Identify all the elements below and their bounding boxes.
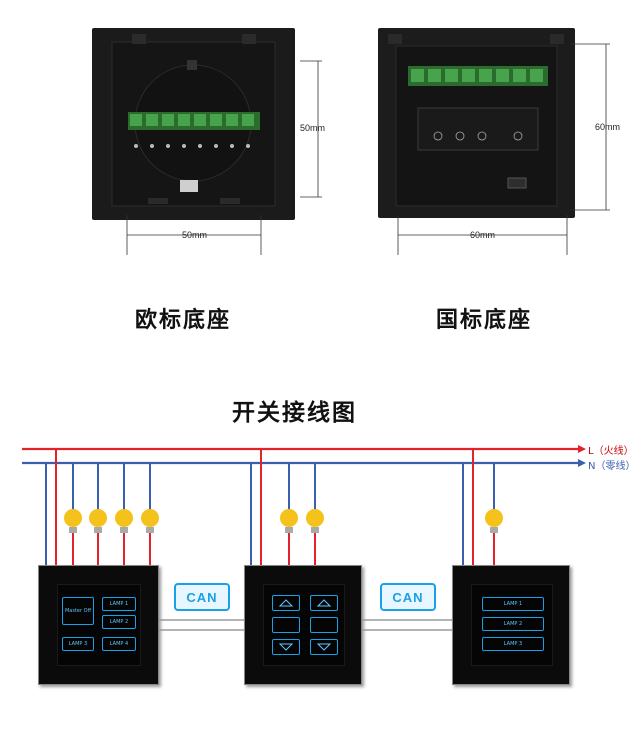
up-arrow-key[interactable]: [310, 595, 338, 611]
eu-base-detail: [111, 34, 276, 207]
cn-base-back: [378, 28, 575, 218]
bulb-icon: [485, 509, 503, 533]
cn-base-detail: [388, 34, 564, 207]
cn-terminal-block: [408, 66, 548, 86]
cn-dim-width: 60mm: [470, 230, 496, 240]
switch-panel-1: Master Off LAMP 1 LAMP 2 LAMP 3 LAMP 4: [38, 565, 159, 685]
cn-dim-height: 60mm: [595, 122, 621, 132]
wiring-diagram-title: 开关接线图: [232, 400, 357, 426]
eu-terminal-block: [128, 112, 260, 130]
cn-base-caption: 国标底座: [436, 308, 533, 333]
eu-base-back: [92, 28, 295, 220]
lamp-1-key[interactable]: LAMP 1: [482, 597, 544, 611]
can-bus-badge: CAN: [380, 583, 436, 611]
eu-dim-height: 50mm: [300, 123, 326, 133]
bulb-icon: [280, 509, 298, 533]
eu-dim-width: 50mm: [182, 230, 208, 240]
down-arrow-icon: [279, 643, 293, 651]
master-off-label: Master Off: [64, 608, 92, 614]
bulb-icon: [141, 509, 159, 533]
eu-base-caption: 欧标底座: [135, 308, 232, 333]
scene-key[interactable]: [310, 617, 338, 633]
down-arrow-key[interactable]: [272, 639, 300, 655]
cn-dim-width-line: [397, 215, 568, 255]
up-arrow-key[interactable]: [272, 595, 300, 611]
lamp-1-key[interactable]: LAMP 1: [102, 597, 136, 611]
bulb-icon: [115, 509, 133, 533]
down-arrow-key[interactable]: [310, 639, 338, 655]
neutral-line-label: N（零线）: [588, 461, 636, 472]
can-bus-badge: CAN: [174, 583, 230, 611]
lamp-3-key[interactable]: LAMP 3: [482, 637, 544, 651]
scene-key[interactable]: [272, 617, 300, 633]
eu-dim-height-line: [300, 60, 322, 198]
lamp-2-key[interactable]: LAMP 2: [482, 617, 544, 631]
up-arrow-icon: [279, 599, 293, 607]
eu-dim-width-line: [126, 215, 262, 255]
lamp-2-key[interactable]: LAMP 3: [62, 637, 94, 651]
switch-panel-2: [244, 565, 362, 685]
bulb-icon: [64, 509, 82, 533]
up-arrow-icon: [317, 599, 331, 607]
master-off-key[interactable]: Master Off: [62, 597, 94, 625]
down-arrow-icon: [317, 643, 331, 651]
live-line-label: L（火线）: [588, 446, 634, 457]
lamp-3-key[interactable]: LAMP 2: [102, 615, 136, 629]
cn-dim-height-line: [570, 43, 610, 211]
bulb-icon: [306, 509, 324, 533]
bulb-icon: [89, 509, 107, 533]
lamp-4-key[interactable]: LAMP 4: [102, 637, 136, 651]
switch-panel-3: LAMP 1 LAMP 2 LAMP 3: [452, 565, 570, 685]
